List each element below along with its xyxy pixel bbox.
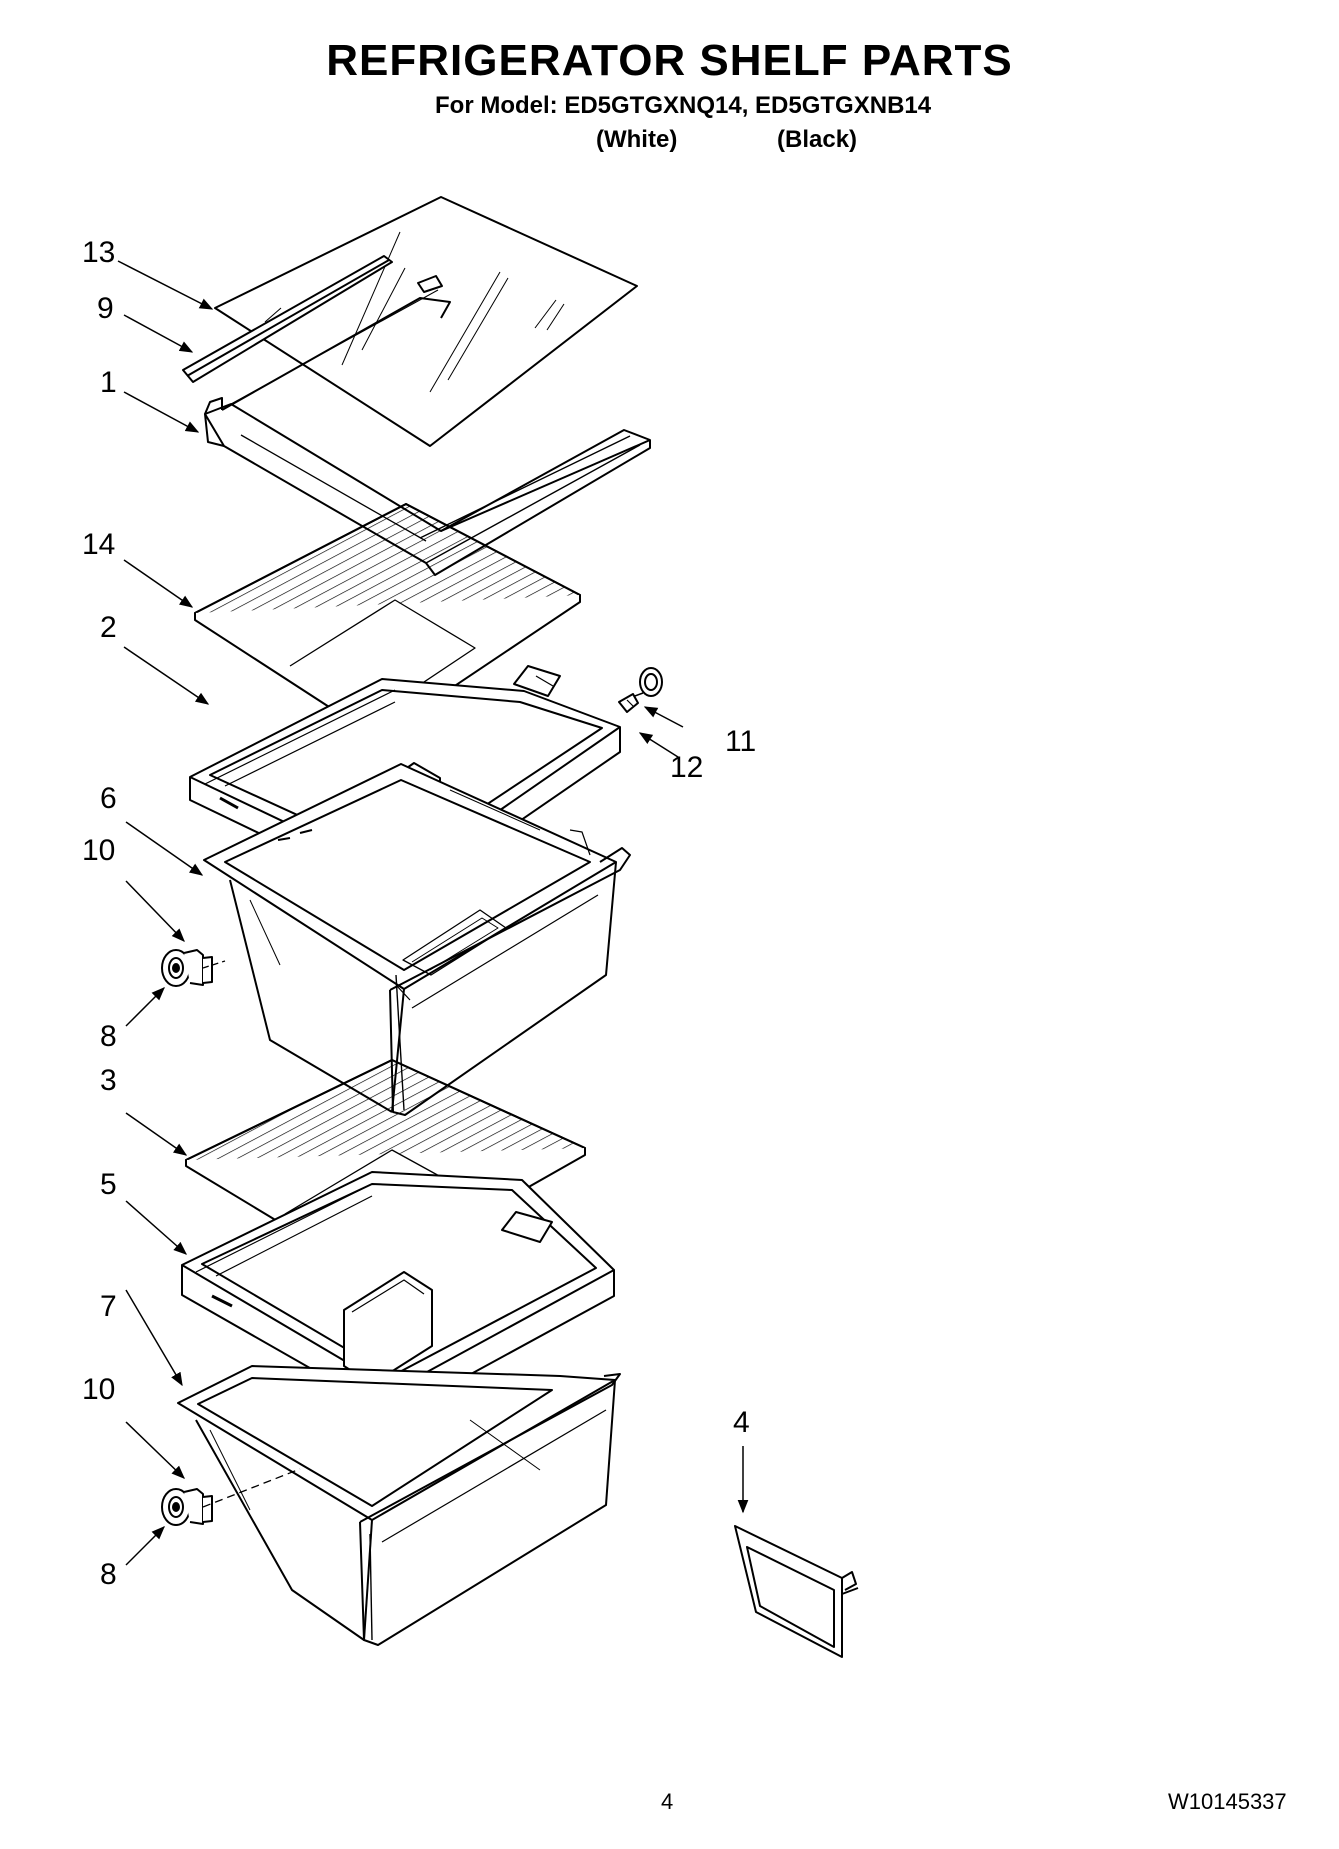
lower-crisper-cover-frame xyxy=(181,1171,615,1417)
upper-drawer-roller xyxy=(161,949,226,987)
document-number: W10145337 xyxy=(1168,1789,1287,1814)
callout-14: 14 xyxy=(82,528,116,561)
callout-1: 1 xyxy=(100,366,117,399)
callout-5: 5 xyxy=(100,1168,117,1201)
leader-arrows xyxy=(117,260,749,1566)
variant-white-label: (White) xyxy=(596,126,678,153)
bracket-part xyxy=(734,1525,859,1658)
callout-10-upper: 10 xyxy=(82,834,116,867)
callout-4: 4 xyxy=(733,1406,750,1439)
callout-9: 9 xyxy=(97,292,114,325)
upper-crisper-drawer xyxy=(203,763,631,1116)
callout-3: 3 xyxy=(100,1064,117,1097)
callout-11: 11 xyxy=(725,725,757,758)
lower-drawer-roller xyxy=(161,1468,301,1526)
callout-8-upper: 8 xyxy=(100,1020,117,1053)
lower-crisper-drawer xyxy=(177,1365,621,1646)
page-title: REFRIGERATOR SHELF PARTS xyxy=(326,36,1013,85)
crisper-cover-glass xyxy=(194,503,581,739)
page-number: 4 xyxy=(661,1789,674,1814)
callout-8-lower: 8 xyxy=(100,1558,117,1591)
callout-12: 12 xyxy=(670,751,704,784)
callout-10-lower: 10 xyxy=(82,1373,116,1406)
callout-7: 7 xyxy=(100,1290,117,1323)
variant-black-label: (Black) xyxy=(777,126,858,153)
shelf-front-trim xyxy=(182,255,393,383)
callout-13: 13 xyxy=(82,236,116,269)
callout-2: 2 xyxy=(100,611,117,644)
roller-assembly xyxy=(618,667,663,713)
glass-shelf-panel xyxy=(214,196,638,447)
callout-6: 6 xyxy=(100,782,117,815)
model-line: For Model: ED5GTGXNQ14, ED5GTGXNB14 xyxy=(435,92,932,119)
